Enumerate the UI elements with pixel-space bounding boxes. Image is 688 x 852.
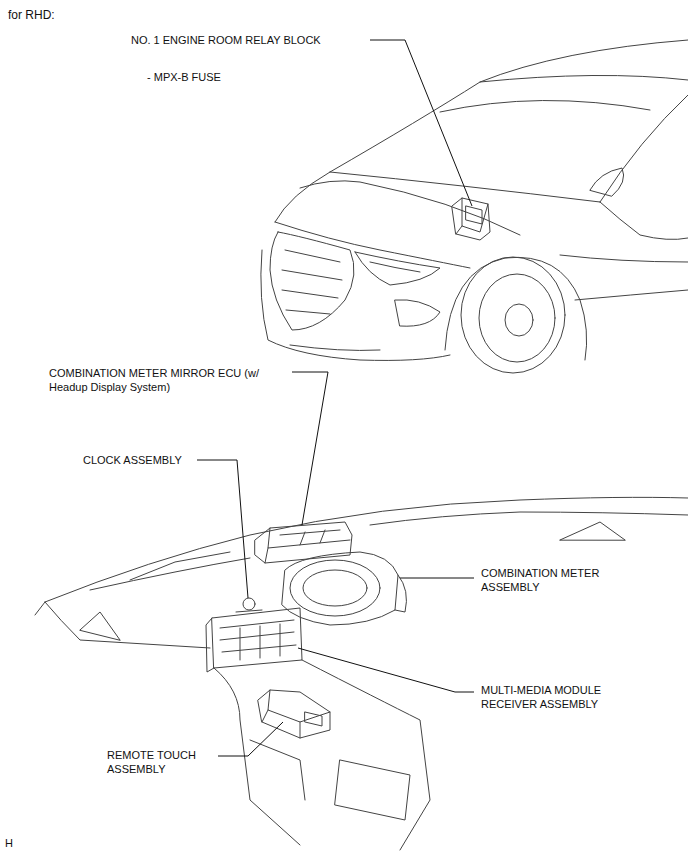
leader-line (370, 40, 472, 206)
leader-line (400, 578, 474, 579)
leader-line (197, 460, 248, 598)
part-name: - MPX-B FUSE (147, 70, 267, 84)
car-front-view (261, 40, 688, 373)
part-name: COMBINATION METER ASSEMBLY (481, 566, 621, 594)
leader-lines (197, 40, 474, 756)
part-name: REMOTE TOUCH ASSEMBLY (107, 748, 217, 776)
leader-line (292, 372, 328, 525)
part-name: CLOCK ASSEMBLY (83, 453, 195, 467)
part-name: COMBINATION METER MIRROR ECU (w/ Headup … (49, 366, 285, 394)
part-name: MULTI-MEDIA MODULE RECEIVER ASSEMBLY (481, 683, 631, 711)
heading: for RHD: (8, 8, 55, 22)
part-name: NO. 1 ENGINE ROOM RELAY BLOCK (131, 33, 371, 47)
leader-line (298, 648, 474, 692)
figure-code: H (5, 836, 25, 850)
dashboard-view (35, 497, 688, 850)
leader-line (218, 722, 283, 756)
